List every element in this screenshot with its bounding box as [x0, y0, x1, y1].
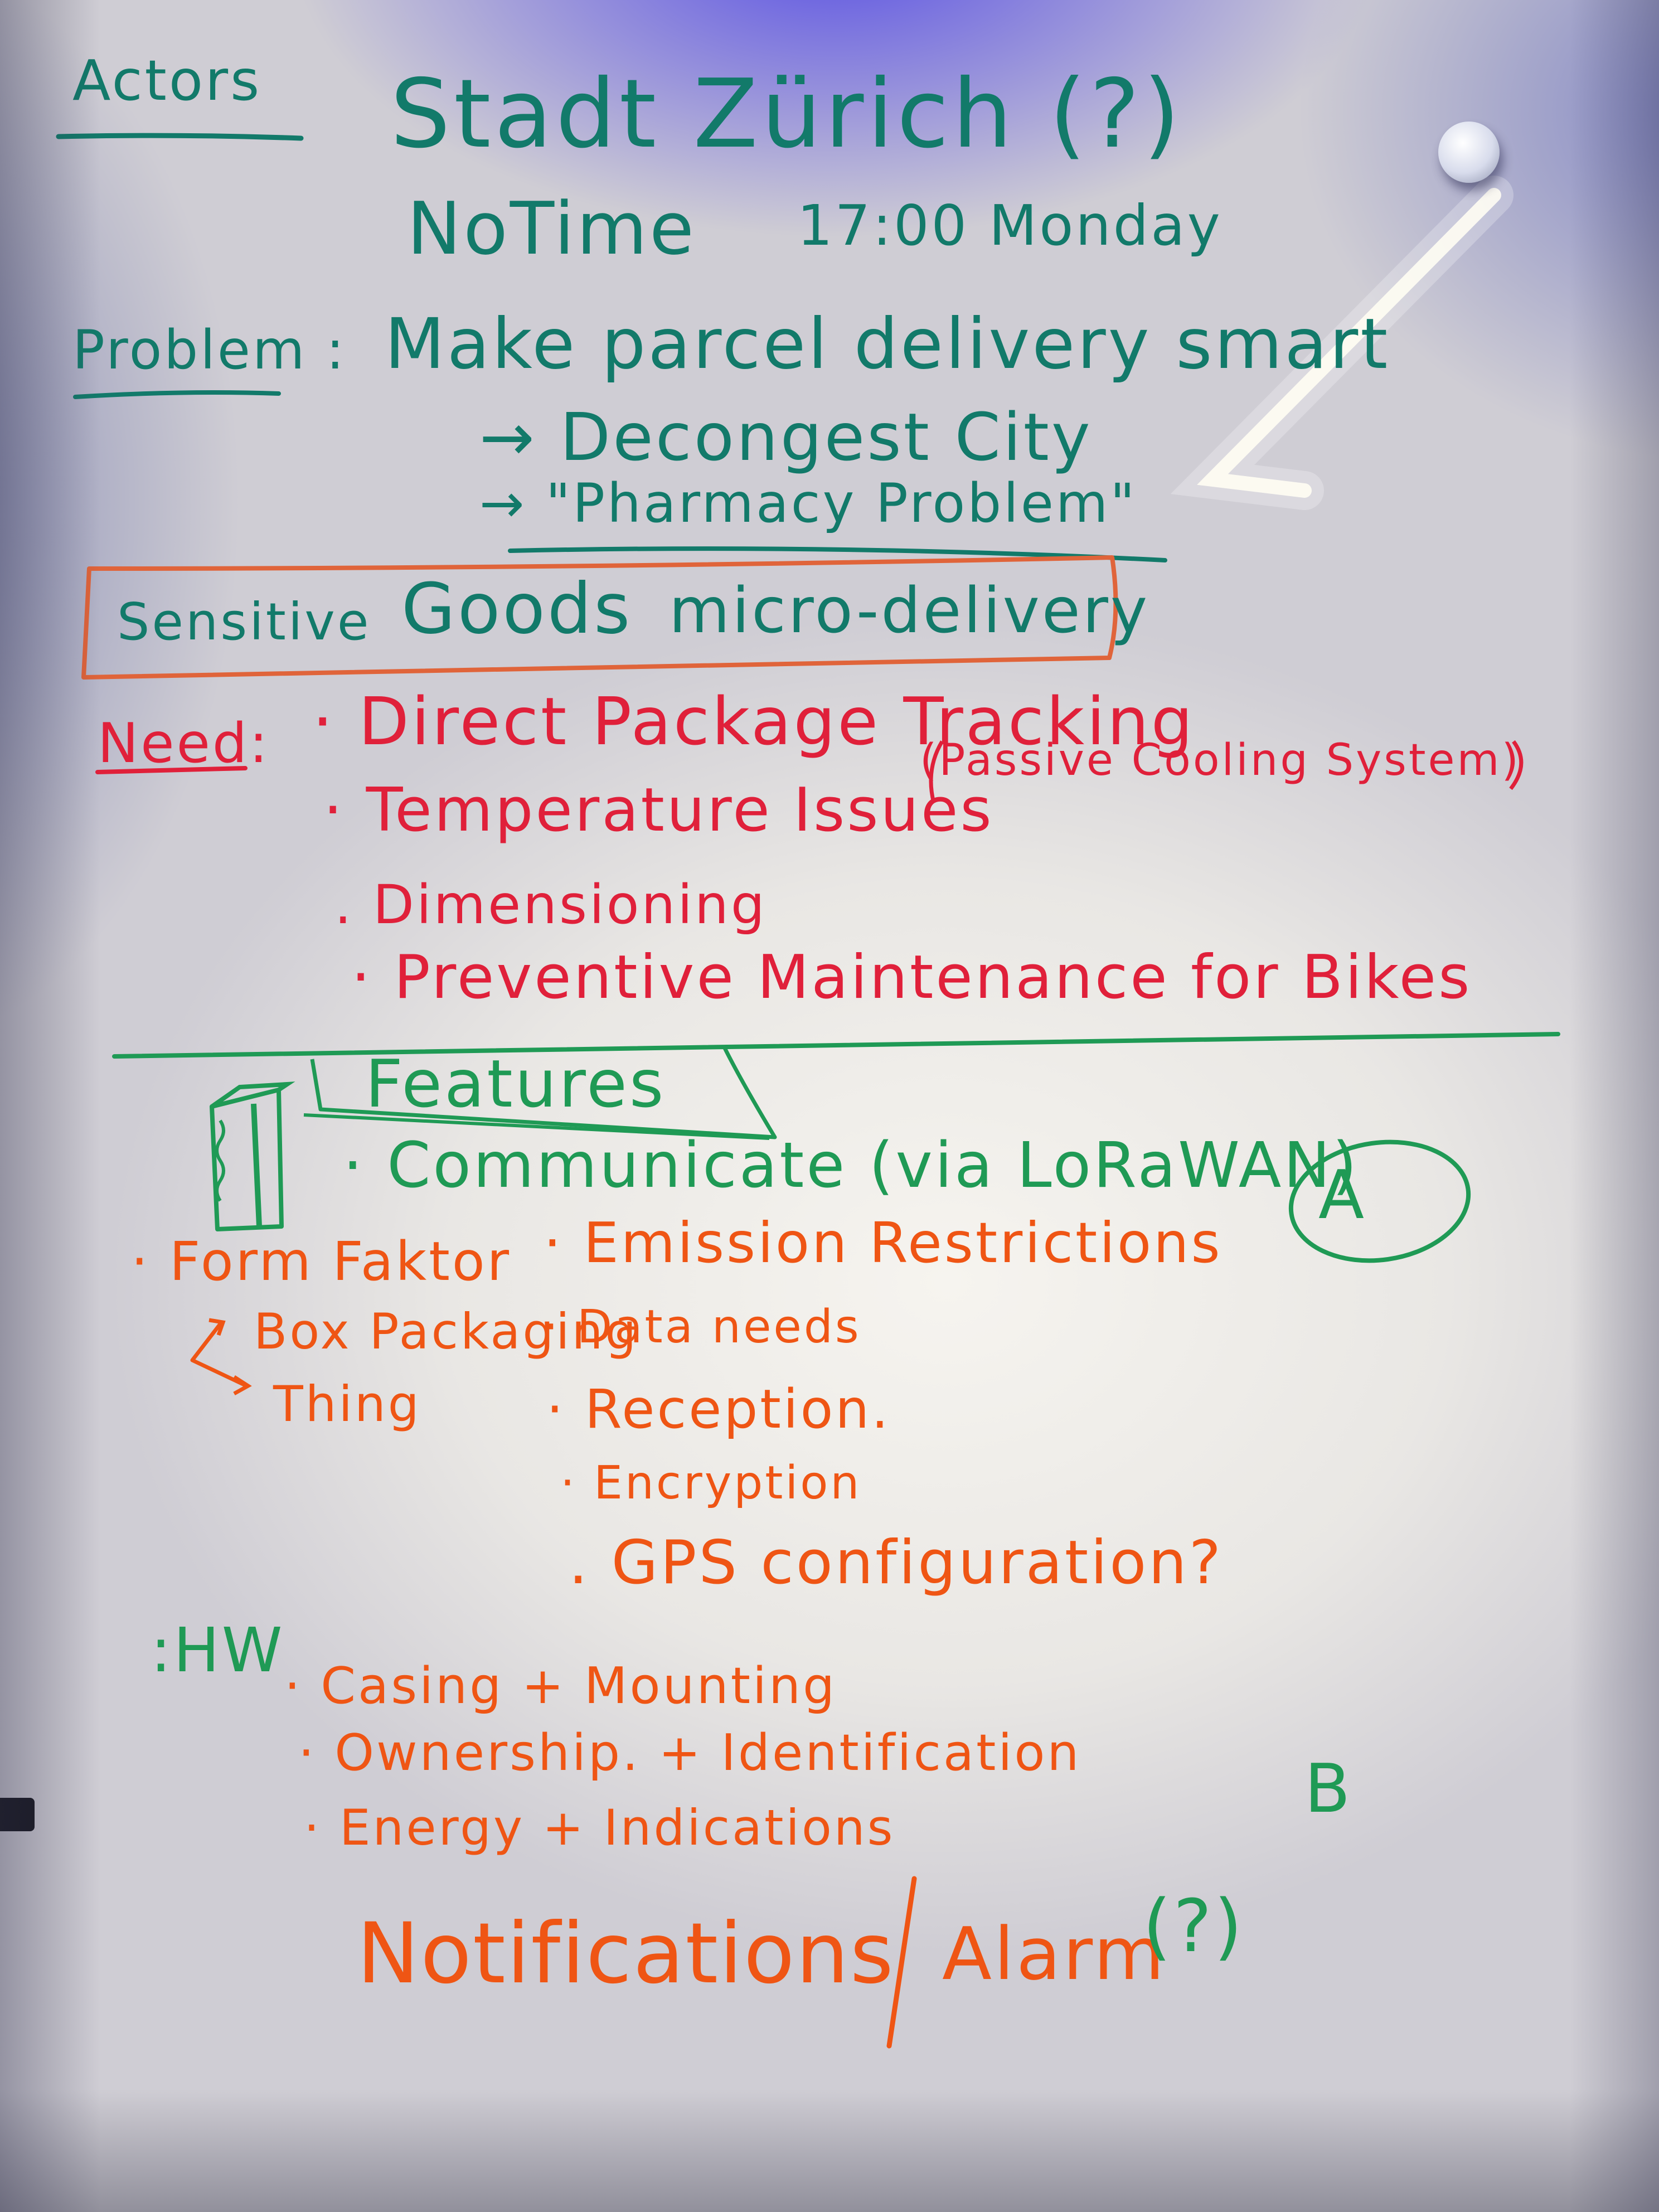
problem-statement: Make parcel delivery smart [385, 304, 1390, 385]
no-time-label: NoTime [407, 186, 696, 271]
features-label: Features [365, 1045, 666, 1122]
form-factor-label: · Form Faktor [131, 1230, 512, 1293]
feature-data-needs: · Data needs [544, 1301, 861, 1354]
time-label: 17:00 Monday [797, 193, 1223, 258]
hw-item-casing: · Casing + Mounting [284, 1657, 837, 1715]
form-option-box: Box Packaging [254, 1303, 639, 1360]
need-item-maintenance: · Preventive Maintenance for Bikes [351, 943, 1472, 1012]
whiteboard-magnet [1438, 122, 1500, 183]
need-item-temperature: · Temperature Issues [323, 775, 994, 845]
hw-item-energy: · Energy + Indications [304, 1799, 895, 1856]
board-edge-clip [0, 1798, 35, 1831]
feature-encryption: · Encryption [560, 1457, 862, 1510]
need-label: Need: [98, 712, 270, 775]
focus-micro-delivery: micro-delivery [669, 575, 1150, 647]
need-item-dimensioning: . Dimensioning [334, 874, 767, 936]
problem-label: Problem : [72, 319, 347, 381]
problem-sub-decongest: → Decongest City [479, 399, 1093, 476]
feature-gps: . GPS configuration? [569, 1528, 1224, 1598]
notifications-label: Notifications [357, 1905, 895, 2002]
alarm-label: Alarm [942, 1912, 1167, 1996]
actors-label: Actors [72, 48, 262, 113]
features-communicate: · Communicate (via LoRaWAN) [343, 1129, 1359, 1202]
problem-sub-pharmacy: → "Pharmacy Problem" [479, 472, 1137, 535]
alarm-question-mark: (?) [1143, 1884, 1245, 1968]
feature-a-mark: A [1318, 1157, 1367, 1234]
hw-label: :HW [151, 1614, 285, 1686]
hw-b-mark: B [1304, 1750, 1353, 1828]
focus-goods: Goods [401, 569, 633, 649]
feature-emission: · Emission Restrictions [544, 1210, 1223, 1275]
hw-item-ownership: · Ownership. + Identification [298, 1724, 1081, 1782]
need-item-tracking: · Direct Package Tracking [312, 683, 1195, 760]
need-item-passive-cooling: (Passive Cooling System) [920, 735, 1521, 785]
focus-sensitive: Sensitive [117, 592, 371, 652]
actor-city-zurich: Stadt Zürich (?) [390, 59, 1183, 169]
feature-reception: · Reception. [546, 1378, 891, 1440]
form-option-thing: Thing [273, 1375, 421, 1433]
